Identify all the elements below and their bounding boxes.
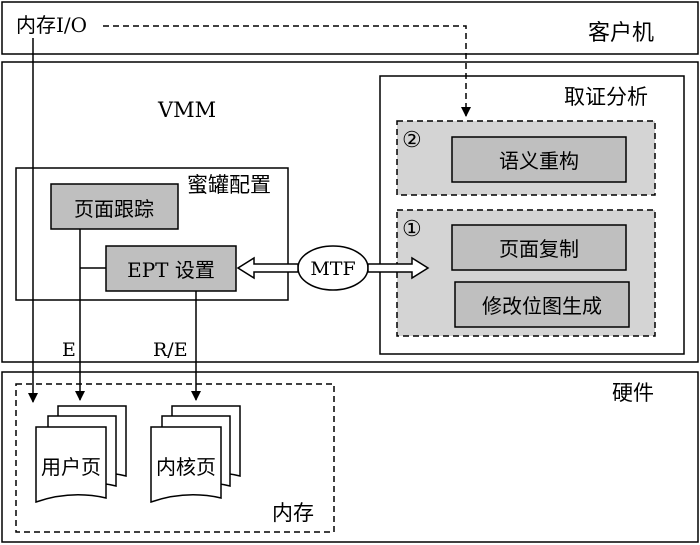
- guest-region: 客户机 内存I/O: [1, 1, 699, 55]
- bitmap-generation-label: 修改位图生成: [482, 294, 602, 318]
- step1-number: ①: [402, 217, 422, 242]
- mtf-to-ept-arrow: [236, 256, 299, 280]
- re-edge-label: R/E: [153, 339, 188, 361]
- mtf-node: MTF: [297, 245, 369, 291]
- page-copy-label: 页面复制: [499, 237, 579, 261]
- bitmap-generation-box: [454, 281, 630, 328]
- page-tracking-label: 页面跟踪: [74, 197, 154, 221]
- honeypot-label: 蜜罐配置: [187, 173, 271, 197]
- honeypot-config: 蜜罐配置 页面跟踪 EPT 设置: [15, 167, 289, 301]
- forensics-region: 取证分析 ② 语义重构 ① 页面复制 修改位图生成: [379, 75, 685, 355]
- semantic-reconstruction-box: [451, 136, 627, 183]
- hardware-label: 硬件: [612, 381, 654, 405]
- kernel-page-stack: 内核页: [150, 405, 241, 504]
- memory-label: 内存: [272, 501, 314, 525]
- mtf-to-forensics-arrow: [367, 256, 430, 280]
- page-copy-box: [451, 224, 627, 271]
- user-page-label: 用户页: [41, 455, 101, 479]
- semantic-reconstruction-label: 语义重构: [499, 149, 579, 173]
- user-page-stack: 用户页: [35, 405, 127, 504]
- memory-io-label: 内存I/O: [16, 13, 87, 37]
- vmm-label: VMM: [157, 98, 216, 122]
- ept-setting-label: EPT 设置: [127, 258, 215, 282]
- page-tracking-box: [50, 183, 179, 230]
- mtf-label: MTF: [310, 258, 355, 280]
- guest-label: 客户机: [588, 21, 654, 46]
- kernel-page-label: 内核页: [156, 455, 216, 479]
- io-to-semantic-dashed-arrow: [103, 25, 471, 117]
- forensics-label: 取证分析: [564, 85, 648, 109]
- e-edge-label: E: [62, 339, 76, 361]
- ept-setting-box: [105, 245, 237, 292]
- step2-number: ②: [402, 128, 422, 153]
- connectors: [28, 25, 471, 403]
